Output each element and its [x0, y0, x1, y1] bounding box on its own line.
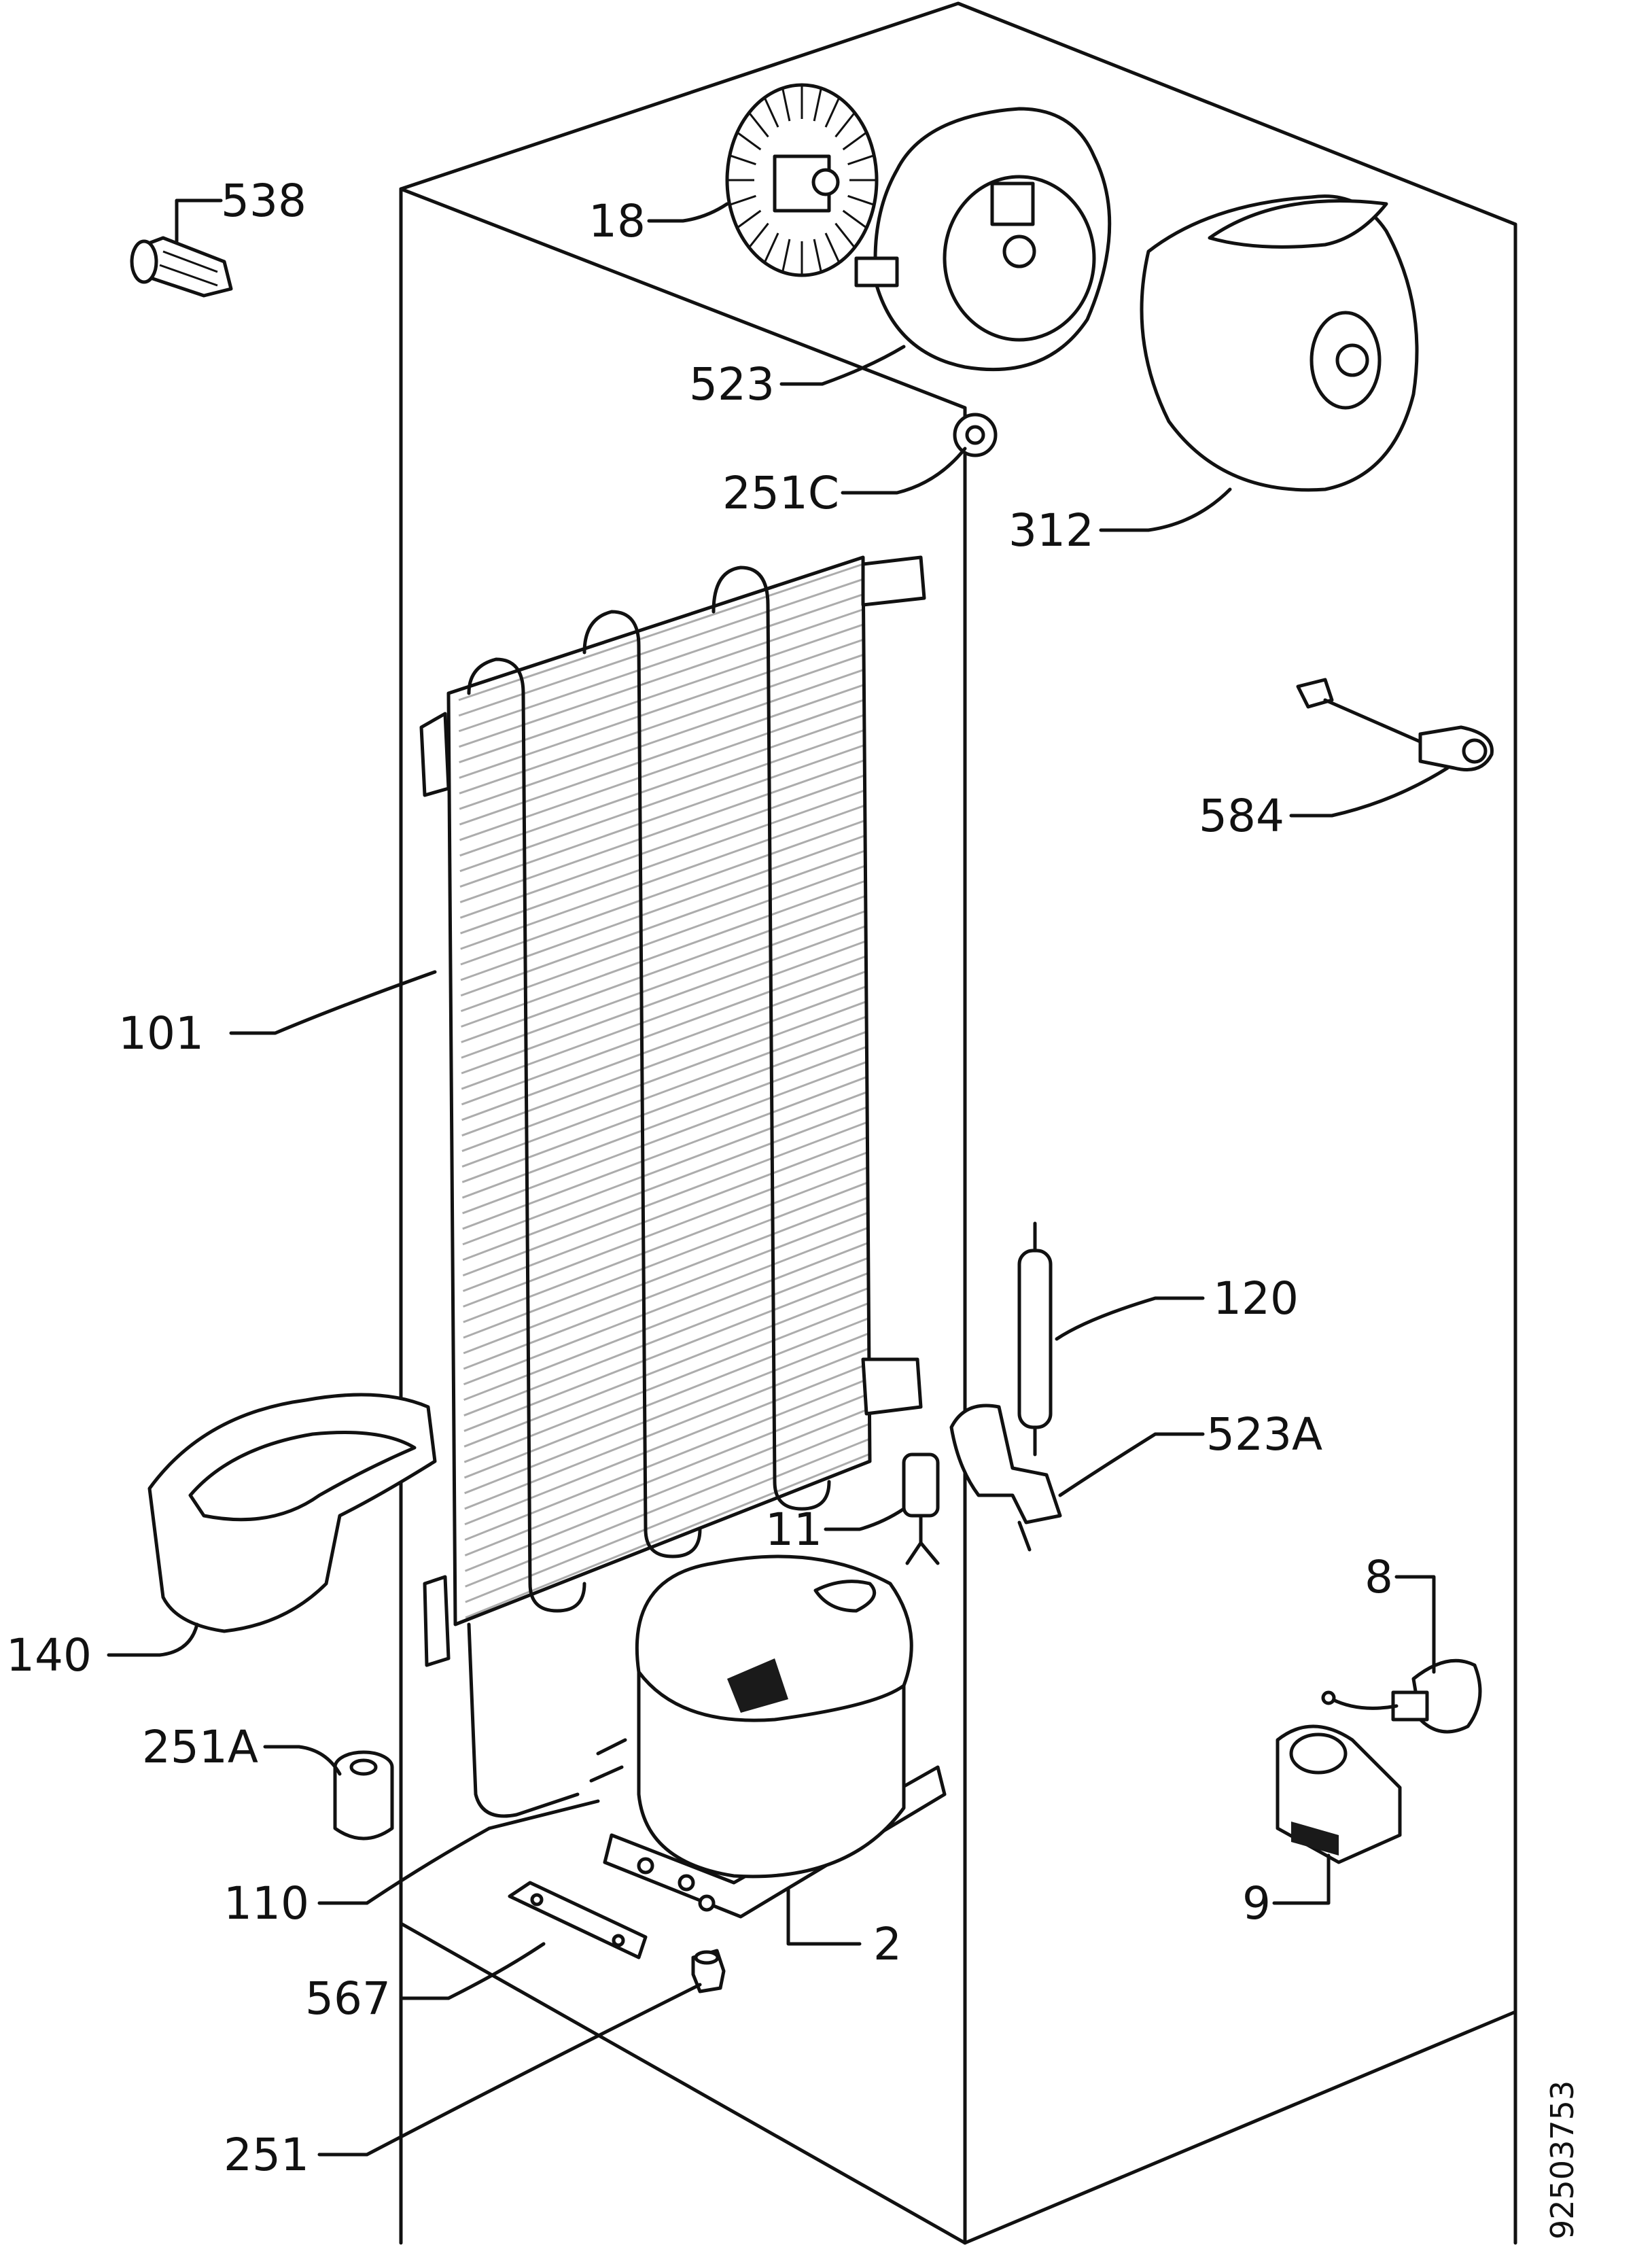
label-110: 110	[224, 1877, 309, 1930]
condenser-part	[419, 555, 926, 1667]
drip-tray-part	[147, 1393, 437, 1633]
clamp-part	[1276, 1724, 1402, 1864]
filter-drier-part	[1017, 1221, 1053, 1457]
relay-part	[1321, 1658, 1482, 1734]
label-8: 8	[1365, 1551, 1393, 1603]
mounting-plate-part	[508, 1881, 648, 1959]
fan-cover-part	[854, 107, 1112, 372]
fan-motor-part	[725, 83, 879, 277]
label-251: 251	[224, 2129, 309, 2181]
label-251C: 251C	[722, 467, 839, 519]
label-101: 101	[118, 1007, 204, 1060]
label-523: 523	[689, 358, 775, 411]
rear-cover-part	[1140, 194, 1419, 492]
label-538: 538	[221, 175, 306, 227]
compressor-part	[589, 1554, 947, 1919]
label-9: 9	[1242, 1877, 1271, 1930]
label-120: 120	[1213, 1272, 1299, 1325]
document-number: 92503753	[1544, 2080, 1581, 2240]
bracket-part	[949, 1404, 1062, 1552]
cabinet-outline	[399, 1, 1517, 2245]
tube-part	[467, 1622, 600, 1830]
label-140: 140	[6, 1629, 92, 1682]
grommet-part	[333, 1750, 394, 1841]
part-labels: 538 18 523 251C 312 584 101 120 523A 11 …	[6, 175, 1393, 2181]
label-2: 2	[873, 1918, 902, 1970]
valve-part	[902, 1452, 940, 1565]
label-523A: 523A	[1206, 1408, 1322, 1461]
nut-part	[691, 1949, 726, 1993]
leader-lines	[107, 198, 1449, 2157]
label-567: 567	[305, 1972, 391, 2025]
fixing-clip-part	[130, 236, 233, 298]
label-312: 312	[1008, 504, 1094, 557]
gear-part	[953, 413, 998, 457]
label-18: 18	[588, 195, 646, 247]
label-11: 11	[765, 1503, 822, 1556]
label-251A: 251A	[142, 1721, 258, 1773]
label-584: 584	[1199, 790, 1284, 842]
sensor-part	[1296, 678, 1494, 771]
